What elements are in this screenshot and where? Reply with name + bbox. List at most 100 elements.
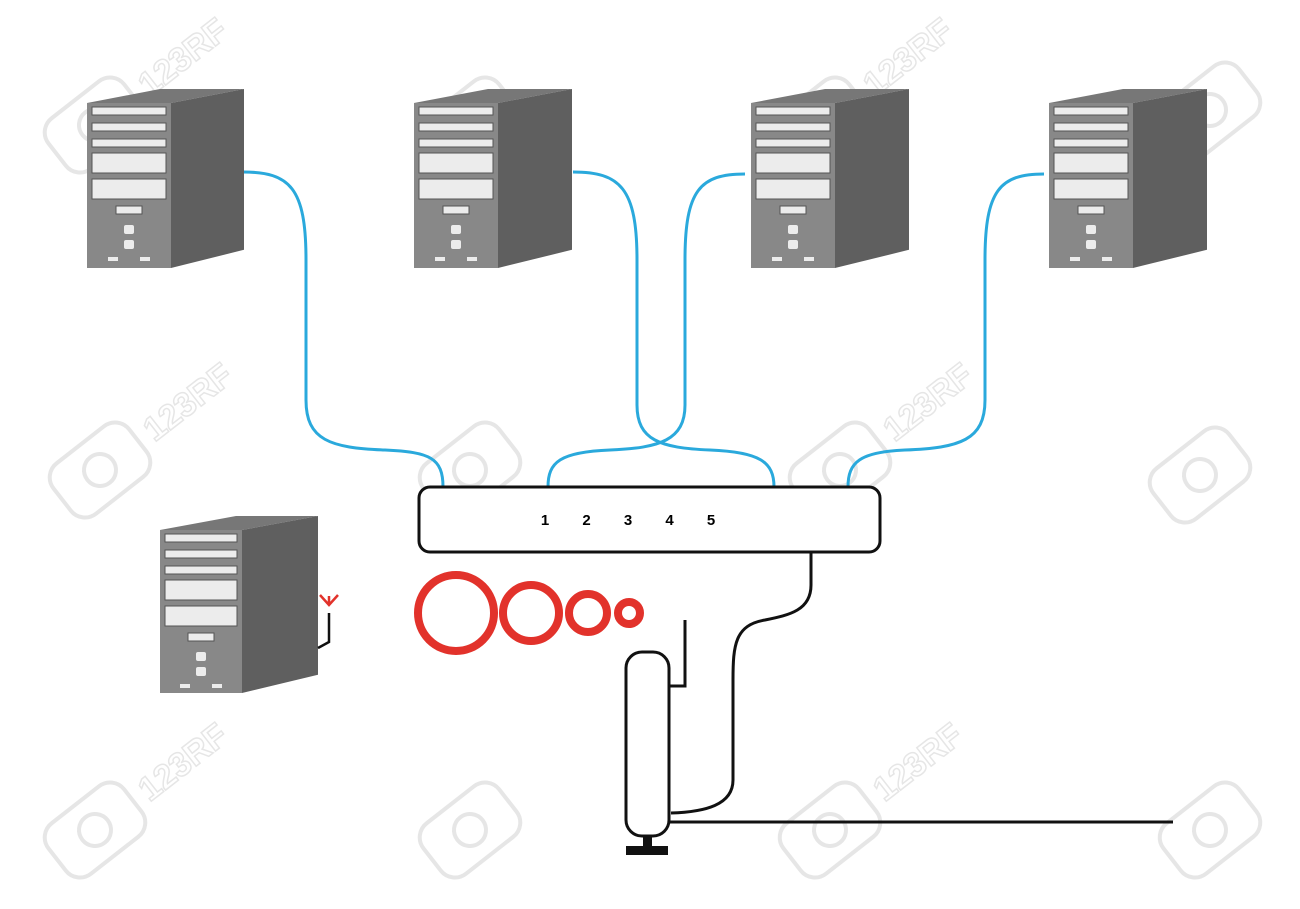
watermark-lens xyxy=(77,812,113,848)
indicator-light xyxy=(1070,257,1080,261)
watermark-text: 123RF xyxy=(876,356,980,449)
computer-tower-icon xyxy=(160,516,318,693)
drive-bay xyxy=(755,106,831,116)
disc-slot xyxy=(779,205,807,215)
tower-side xyxy=(171,89,244,268)
drive-bay xyxy=(755,152,831,174)
watermark-text: 123RF xyxy=(866,716,970,809)
watermark-lens xyxy=(82,452,118,488)
camera-watermark-icon: 123RF xyxy=(777,715,971,880)
disc-slot xyxy=(442,205,470,215)
tower-top xyxy=(414,89,572,103)
drive-bay xyxy=(418,138,494,148)
watermark-lens xyxy=(812,812,848,848)
watermark-text: 123RF xyxy=(136,356,240,449)
tower-top xyxy=(87,89,244,103)
cable-computer-3 xyxy=(546,172,746,488)
port-label: 4 xyxy=(665,512,674,529)
computer-tower-icon xyxy=(751,89,909,268)
indicator-light xyxy=(772,257,782,261)
indicator-light xyxy=(108,257,118,261)
watermark-camera xyxy=(47,420,153,520)
computer-tower-icon xyxy=(414,89,572,268)
reset-button xyxy=(1086,240,1096,249)
tower-side xyxy=(1133,89,1207,268)
power-button xyxy=(788,225,798,234)
drive-bay xyxy=(418,122,494,132)
port-label: 3 xyxy=(624,512,632,529)
drive-bay xyxy=(418,106,494,116)
watermark-lens xyxy=(452,812,488,848)
drive-bay xyxy=(91,138,167,148)
reset-button xyxy=(788,240,798,249)
watermark-camera xyxy=(1147,425,1253,525)
modem-stand xyxy=(643,836,652,848)
tower-side xyxy=(242,516,318,693)
watermark-lens xyxy=(1182,457,1218,493)
drive-bay xyxy=(91,178,167,200)
camera-watermark-icon xyxy=(417,780,523,880)
modem-body xyxy=(624,650,671,838)
tower-top xyxy=(160,516,318,530)
port-label: 1 xyxy=(541,512,549,529)
watermark-camera xyxy=(417,780,523,880)
reset-button xyxy=(196,667,206,676)
watermark-camera xyxy=(42,780,148,880)
camera-watermark-icon xyxy=(1157,780,1263,880)
drive-bay xyxy=(164,565,238,575)
drive-bay xyxy=(164,579,238,601)
wireless-signal-icon xyxy=(414,571,644,655)
disc-slot xyxy=(1077,205,1105,215)
signal-ring-medium xyxy=(499,581,563,645)
wireless-computer-wire xyxy=(317,613,331,650)
signal-ring-tiny xyxy=(614,598,644,628)
modem-icon xyxy=(624,620,687,855)
indicator-light xyxy=(804,257,814,261)
watermark-lens xyxy=(452,452,488,488)
modem-stand-base xyxy=(626,846,668,855)
power-button xyxy=(451,225,461,234)
cable-layer xyxy=(242,170,1045,488)
drive-bay xyxy=(91,106,167,116)
switch-to-modem-wire xyxy=(670,552,813,815)
computer-tower-icon xyxy=(1049,89,1207,268)
drive-bay xyxy=(418,178,494,200)
watermark-lens xyxy=(822,452,858,488)
watermark-lens xyxy=(1192,812,1228,848)
switch-body xyxy=(417,485,882,554)
camera-watermark-icon: 123RF xyxy=(42,715,236,880)
watermark-camera xyxy=(777,780,883,880)
disc-slot xyxy=(115,205,143,215)
drive-bay xyxy=(755,178,831,200)
camera-watermark-icon xyxy=(1147,425,1253,525)
disc-slot xyxy=(187,632,215,642)
cable-computer-1 xyxy=(242,170,445,488)
camera-watermark-icon: 123RF xyxy=(47,355,241,520)
tower-side xyxy=(498,89,572,268)
drive-bay xyxy=(1053,106,1129,116)
drive-bay xyxy=(1053,178,1129,200)
antenna-icon xyxy=(668,620,687,688)
indicator-light xyxy=(180,684,190,688)
signal-ring-small xyxy=(565,590,611,636)
power-button xyxy=(196,652,206,661)
drive-bay xyxy=(91,152,167,174)
signal-ring-large xyxy=(414,571,498,655)
port-label: 5 xyxy=(707,512,715,529)
reset-button xyxy=(124,240,134,249)
small-signal-icon xyxy=(319,594,339,607)
drive-bay xyxy=(1053,122,1129,132)
watermark-text: 123RF xyxy=(131,716,235,809)
indicator-light xyxy=(140,257,150,261)
indicator-light xyxy=(1102,257,1112,261)
drive-bay xyxy=(1053,152,1129,174)
drive-bay xyxy=(164,549,238,559)
power-button xyxy=(1086,225,1096,234)
drive-bay xyxy=(755,122,831,132)
indicator-light xyxy=(435,257,445,261)
drive-bay xyxy=(418,152,494,174)
drive-bay xyxy=(91,122,167,132)
